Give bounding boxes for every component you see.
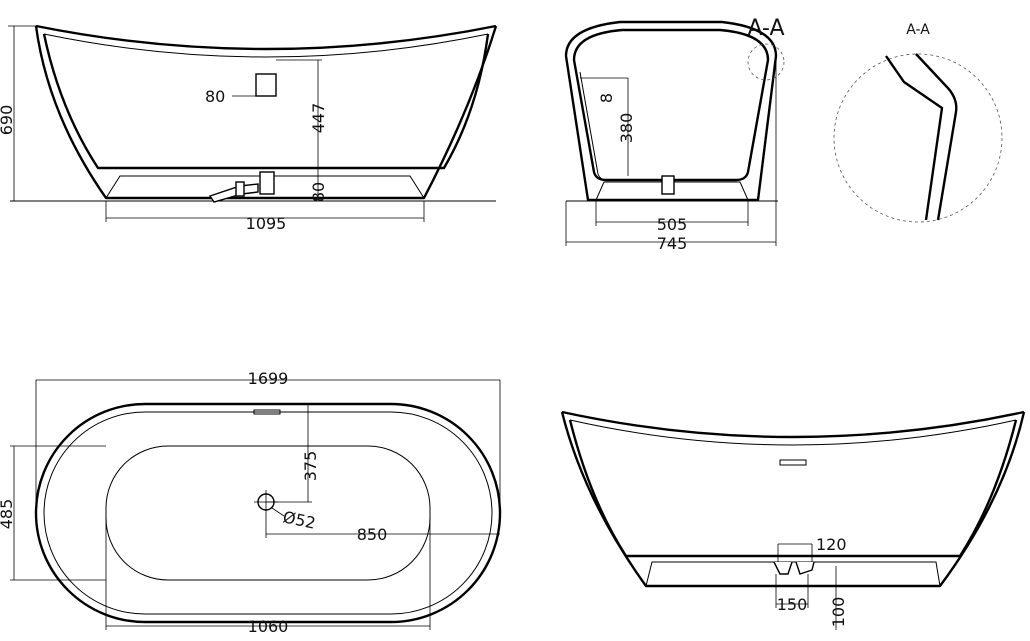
end-view-inner-shell	[572, 28, 770, 182]
detail-circle	[833, 53, 1003, 223]
dim-depth-447: 447	[309, 103, 328, 134]
dim-inner-length-1060: 1060	[248, 617, 289, 636]
dim-height-690: 690	[0, 105, 16, 136]
side-view-rim-inner	[43, 33, 489, 58]
top-view: 1699 375 485 Ø52 850 1060	[0, 369, 502, 636]
top-view-outer-rim	[34, 402, 502, 624]
rear-view: 120 150 100	[560, 410, 1026, 630]
dim-overflow-80: 80	[205, 87, 225, 106]
end-view: A-A 8 380 505 745	[564, 16, 785, 253]
detail-label-A-A: A-A	[906, 22, 930, 38]
section-marker-circle	[747, 43, 785, 81]
section-label-A-A: A-A	[747, 16, 784, 41]
dim-base-width-505: 505	[657, 215, 688, 234]
dim-depth-380: 380	[617, 113, 636, 144]
dim-outlet-height-100: 100	[829, 597, 848, 628]
side-view-inner-wall	[42, 33, 490, 170]
side-view-outer-shell	[34, 25, 498, 200]
dim-rim-8: 8	[597, 93, 616, 103]
dim-outlet-offset-150: 150	[777, 595, 808, 614]
end-view-outer-shell	[564, 20, 778, 202]
dim-base-80: 80	[309, 182, 328, 202]
rear-view-inner-wall	[568, 419, 1018, 558]
side-view: 690 80 447 80 1095	[0, 24, 498, 233]
drain-fitting-icon	[208, 171, 275, 203]
top-view-inner-basin	[105, 445, 431, 581]
detail-rim-profile	[885, 55, 944, 221]
dim-drain-offset-375: 375	[301, 451, 320, 482]
detail-view: A-A	[833, 22, 1003, 223]
dim-outlet-width-120: 120	[816, 535, 847, 554]
dim-overall-length-1699: 1699	[248, 369, 289, 388]
top-view-overflow	[253, 409, 281, 415]
dim-drain-diameter: Ø52	[281, 507, 317, 532]
rear-view-overflow	[779, 459, 807, 466]
side-view-rim	[35, 24, 497, 51]
dim-inner-width-485: 485	[0, 499, 16, 530]
dim-base-length-1095: 1095	[246, 214, 287, 233]
dim-overall-width-745: 745	[657, 234, 688, 253]
end-view-drain-icon	[661, 175, 675, 195]
overflow-icon	[255, 73, 277, 97]
dim-drain-to-end-850: 850	[357, 525, 388, 544]
rear-view-outlet-icon	[773, 561, 815, 575]
